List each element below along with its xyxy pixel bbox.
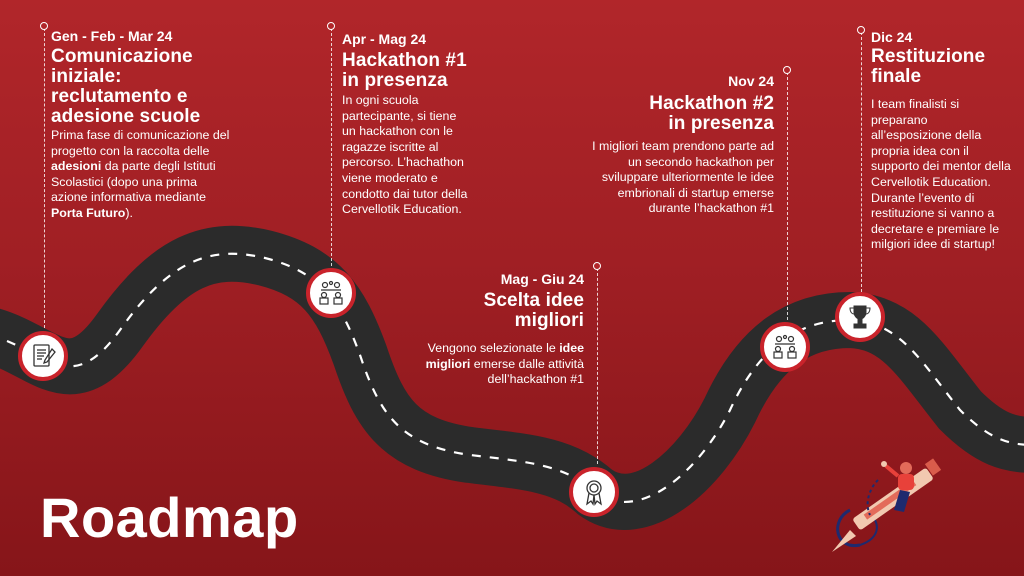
timeline-dot: [593, 262, 601, 270]
timeline-connector: [44, 28, 45, 328]
timeline-dot: [40, 22, 48, 30]
milestone-date: Apr - Mag 24: [342, 31, 427, 47]
award-ribbon-icon: [586, 480, 602, 506]
timeline-connector: [787, 72, 788, 320]
milestone-description: In ogni scuola partecipante, si tiene un…: [342, 93, 468, 217]
milestone-date: Gen - Feb - Mar 24: [51, 28, 173, 44]
milestone-badge: [835, 292, 885, 342]
team-meeting-icon: [773, 334, 797, 359]
team-meeting-icon: [319, 280, 343, 305]
timeline-connector: [597, 268, 598, 464]
person-riding-pencil-illustration: [832, 458, 942, 552]
timeline-connector: [861, 32, 862, 292]
timeline-dot: [857, 26, 865, 34]
milestone-description: I team finalisti si preparano all’esposi…: [871, 97, 1011, 252]
trophy-icon: [849, 305, 871, 329]
milestone-title: Hackathon #1 in presenza: [342, 50, 467, 91]
timeline-connector: [331, 28, 332, 266]
timeline-dot: [783, 66, 791, 74]
milestone-description: Vengono selezionate le idee migliori eme…: [425, 341, 584, 387]
milestone-title: Hackathon #2 in presenza: [649, 93, 774, 134]
milestone-description: I migliori team prendono parte ad un sec…: [592, 139, 774, 216]
page-title: Roadmap: [40, 486, 299, 549]
milestone-title: Scelta idee migliori: [483, 290, 584, 331]
milestone-badge: [760, 322, 810, 372]
milestone-description: Prima fase di comunicazione del progetto…: [51, 128, 230, 220]
milestone-date: Nov 24: [728, 73, 774, 89]
milestone-badge: [569, 467, 619, 517]
milestone-badge: [18, 331, 68, 381]
timeline-dot: [327, 22, 335, 30]
milestone-badge: [306, 268, 356, 318]
milestone-title: Restituzione finale: [871, 46, 986, 87]
milestone-date: Dic 24: [871, 29, 913, 45]
milestone-date: Mag - Giu 24: [500, 271, 584, 287]
milestone-title: Comunicazione iniziale: reclutamento e a…: [51, 46, 201, 127]
document-pen-icon: [33, 344, 56, 367]
